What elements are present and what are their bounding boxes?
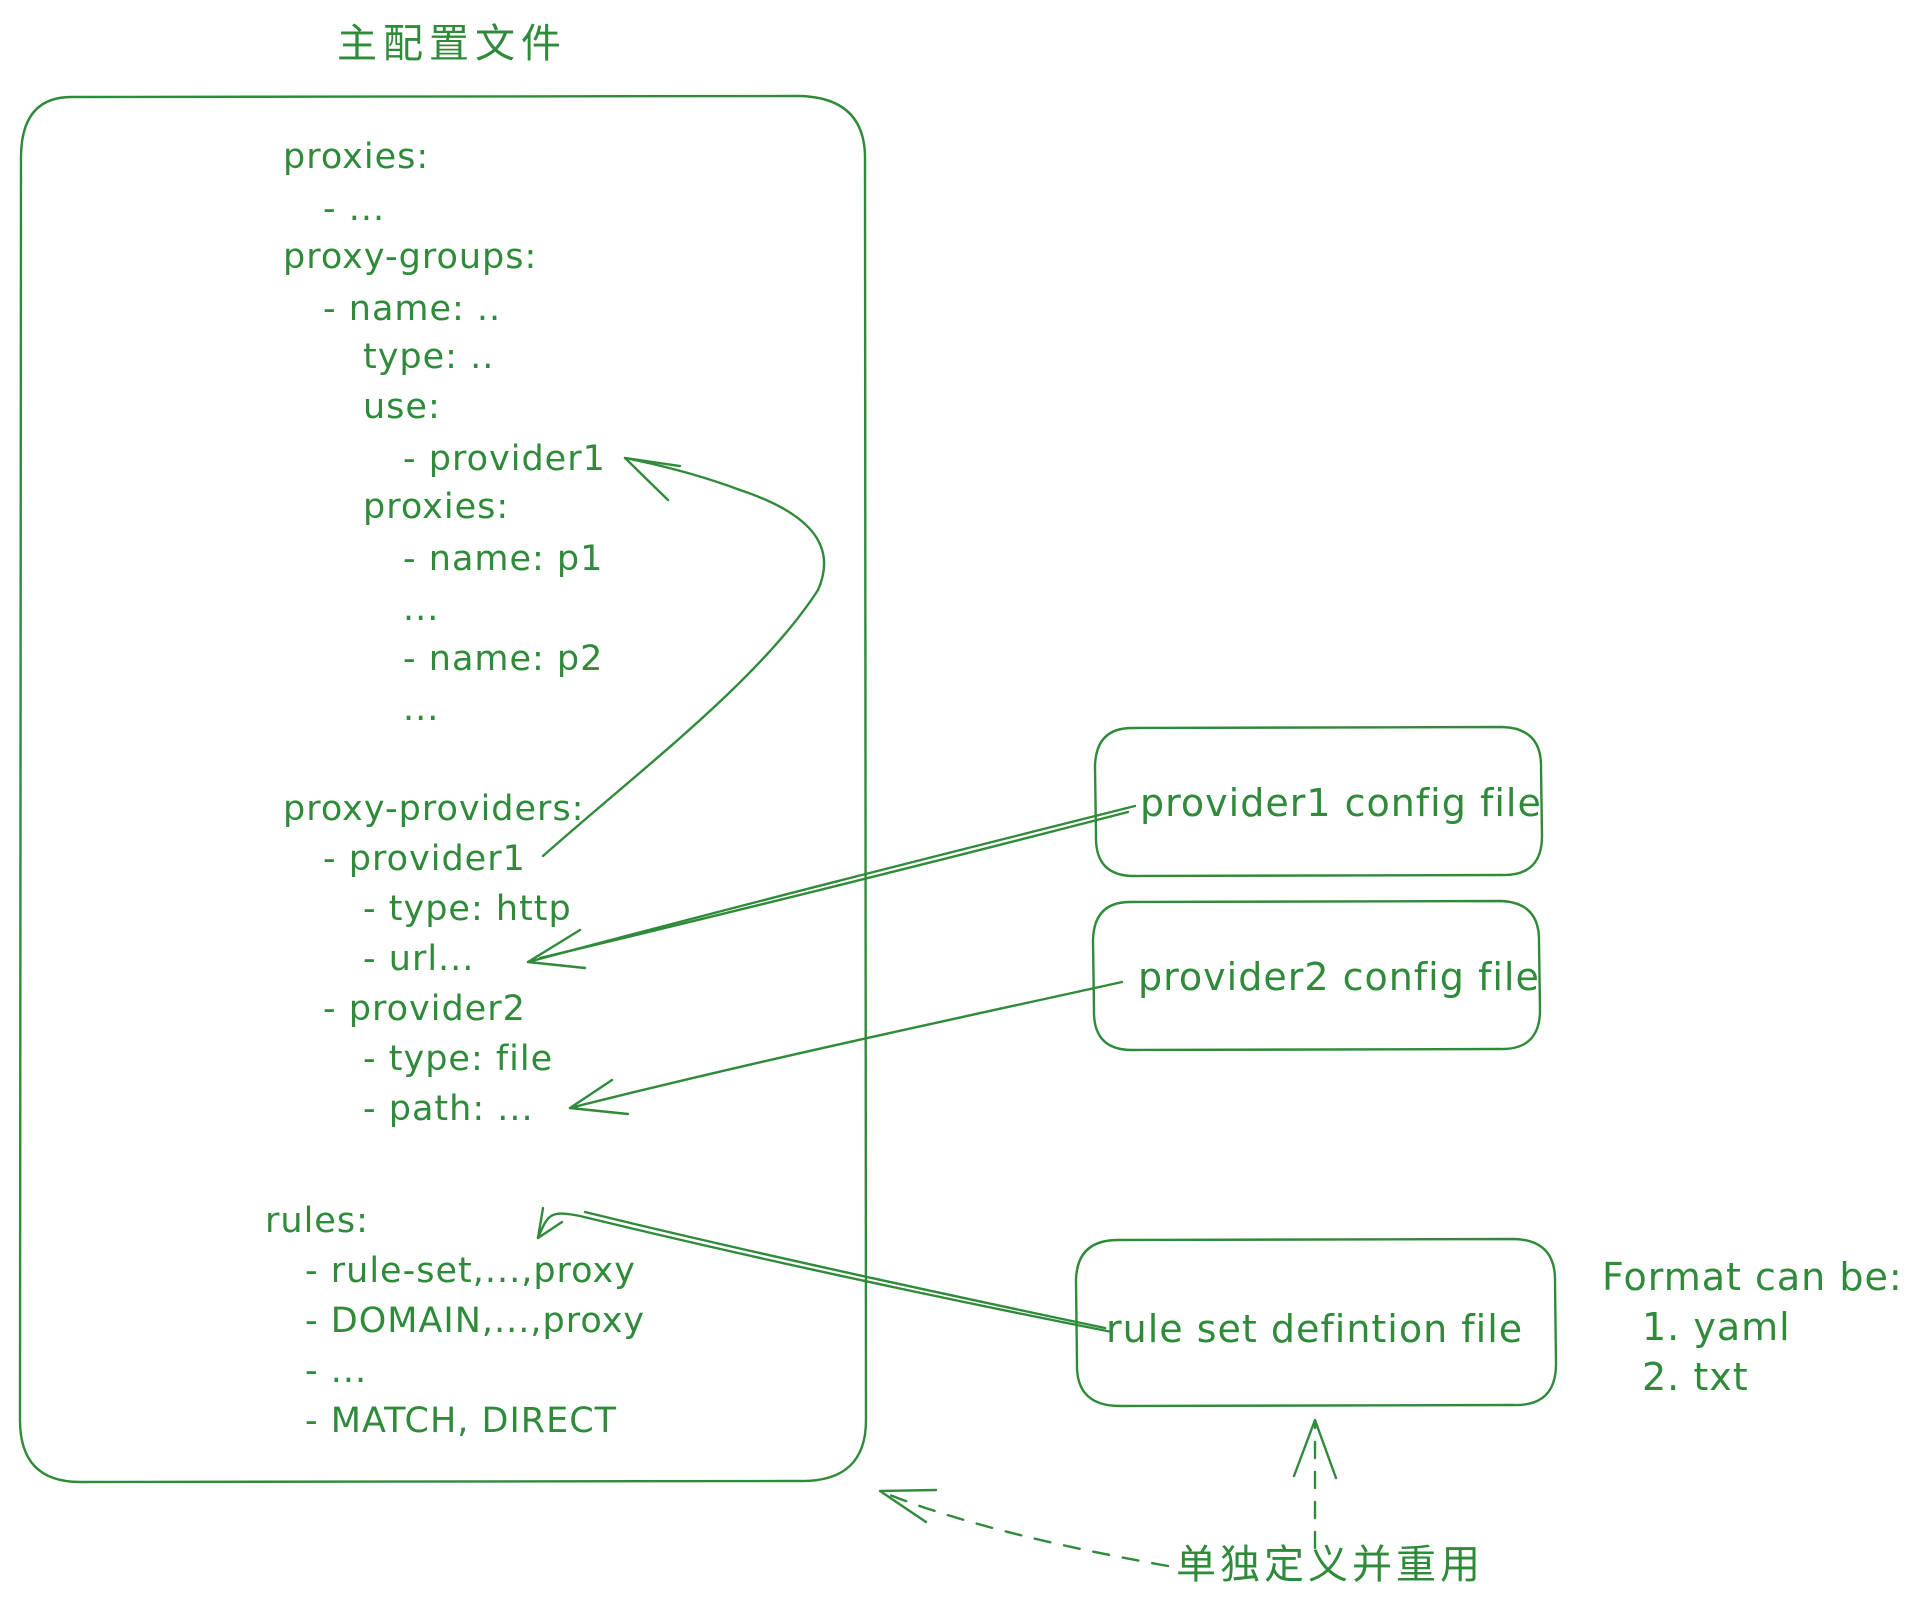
arrow-provider2-file-head bbox=[568, 1078, 630, 1116]
dashed-arrow-to-main bbox=[878, 1489, 1170, 1568]
config-line-group-proxies: proxies: bbox=[363, 487, 510, 527]
arrow-provider1-file-to-url bbox=[526, 804, 1137, 964]
config-line-rules: rules: bbox=[265, 1201, 369, 1241]
config-line-proxies: proxies: bbox=[283, 137, 430, 177]
config-line-proxies-item: - ... bbox=[323, 189, 386, 229]
config-line-proxy-p1: - name: p1 bbox=[403, 539, 604, 579]
config-line-group-use: use: bbox=[363, 387, 441, 427]
config-line-provider1: - provider1 bbox=[323, 839, 526, 879]
arrow-provider1-to-use bbox=[541, 456, 826, 858]
config-line-group-type: type: .. bbox=[363, 337, 495, 377]
config-line-proxy-groups: proxy-groups: bbox=[283, 237, 538, 277]
reuse-label: 单独定义并重用 bbox=[1176, 1542, 1484, 1588]
provider1-file-label: provider1 config file bbox=[1140, 781, 1542, 825]
provider2-file-label: provider2 config file bbox=[1138, 955, 1540, 999]
config-line-rule-match: - MATCH, DIRECT bbox=[305, 1401, 618, 1441]
config-line-provider1-url: - url... bbox=[363, 939, 475, 979]
config-line-provider2-path: - path: ... bbox=[363, 1089, 534, 1129]
format-note-title: Format can be: bbox=[1602, 1255, 1903, 1299]
config-line-provider2-type: - type: file bbox=[363, 1039, 554, 1079]
ruleset-file-label: rule set defintion file bbox=[1106, 1307, 1524, 1351]
config-line-ellipsis-2: ... bbox=[403, 689, 440, 729]
config-line-rule-ellipsis: - ... bbox=[305, 1351, 368, 1391]
main-config-box bbox=[18, 94, 868, 1484]
main-config-title: 主配置文件 bbox=[337, 21, 567, 67]
ruleset-file-box bbox=[1074, 1237, 1558, 1408]
config-line-rule-set: - rule-set,...,proxy bbox=[305, 1251, 636, 1291]
provider2-file-box bbox=[1091, 899, 1542, 1052]
format-note-item-yaml: 1. yaml bbox=[1642, 1305, 1791, 1349]
config-line-rule-domain: - DOMAIN,...,proxy bbox=[305, 1301, 646, 1341]
dashed-arrow-to-ruleset-head bbox=[1292, 1418, 1338, 1480]
arrow-provider2-file-to-path bbox=[568, 980, 1124, 1110]
config-line-provider1-type: - type: http bbox=[363, 889, 572, 929]
arrow-provider1-to-use-head bbox=[623, 456, 682, 502]
format-note-item-txt: 2. txt bbox=[1642, 1355, 1749, 1399]
config-line-use-provider1: - provider1 bbox=[403, 439, 606, 479]
dashed-arrow-to-main-head bbox=[878, 1488, 938, 1524]
provider1-file-box bbox=[1093, 725, 1544, 878]
config-line-group-name: - name: .. bbox=[323, 289, 502, 329]
arrow-ruleset-file-head bbox=[536, 1206, 564, 1240]
config-line-proxy-p2: - name: p2 bbox=[403, 639, 604, 679]
arrow-ruleset-file-to-rules bbox=[536, 1212, 1114, 1334]
config-line-provider2: - provider2 bbox=[323, 989, 526, 1029]
arrow-provider1-file-head bbox=[526, 928, 587, 970]
config-line-ellipsis-1: ... bbox=[403, 589, 440, 629]
config-line-proxy-providers: proxy-providers: bbox=[283, 789, 585, 829]
